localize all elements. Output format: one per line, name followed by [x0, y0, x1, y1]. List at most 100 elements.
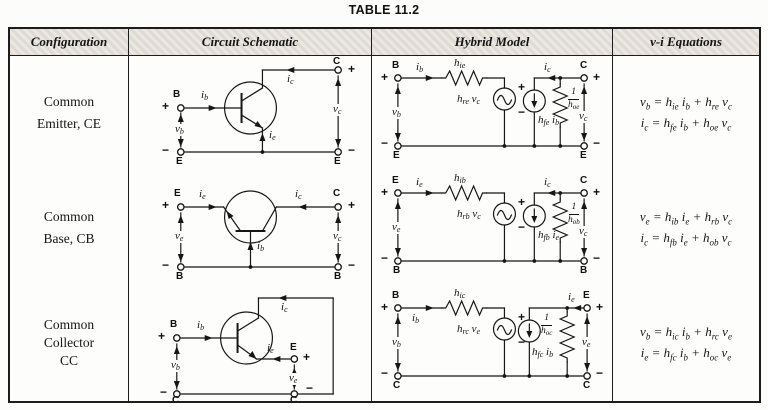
current-ib-label: ib [416, 61, 424, 74]
current-ic-label: ic [544, 176, 551, 189]
equation-line: vb = hic ib + hrc ve [640, 324, 732, 342]
terminal-c-label: C [580, 175, 588, 186]
current-ib-label: ib [257, 240, 265, 253]
voltage-vb-label: vb [390, 106, 403, 119]
terminal-b-label: B [334, 271, 342, 282]
config-line: Emitter, CE [37, 116, 101, 131]
terminal-nodes [176, 66, 342, 156]
terminal-nodes [394, 189, 588, 265]
equation-line: ve = hib ie + hrb vc [639, 209, 733, 227]
fraction-numerator: 1 [568, 87, 580, 100]
voltage-ve-label: ve [287, 372, 300, 385]
voltage-vc-label: vc [577, 110, 590, 123]
config-cell-ce: Common Emitter, CE [10, 56, 129, 171]
header-vi-equations: v-i Equations [613, 29, 759, 56]
minus-sign: − [518, 220, 526, 234]
voltage-vb-label: vb [173, 123, 186, 136]
terminal-b-label: B [170, 319, 178, 330]
terminal-c-label: C [393, 380, 401, 391]
fraction-one-over-hoe: 1 hoe [568, 87, 580, 111]
config-line: CC [59, 352, 78, 368]
plus-sign: + [348, 198, 356, 212]
minus-sign: − [381, 366, 389, 380]
current-ie-label: ie [269, 129, 276, 142]
terminal-nodes [176, 203, 342, 271]
config-line: Base, CB [43, 231, 95, 246]
wires [397, 184, 585, 262]
voltage-vb-label: vb [169, 359, 182, 372]
terminal-e-label: E [174, 188, 181, 199]
terminal-e-label: E [290, 342, 297, 353]
terminal-c-label: C [583, 380, 591, 391]
source-hre-vc-label: hre vc [457, 93, 481, 106]
terminal-e-label: E [334, 156, 341, 167]
terminal-nodes [172, 334, 299, 398]
minus-sign: − [593, 136, 601, 150]
voltage-vc-label: vc [331, 103, 344, 116]
minus-sign: − [593, 251, 601, 265]
terminal-b-label: B [580, 265, 588, 276]
wires [180, 69, 339, 153]
ce-hybrid-cell: B + ib hie + − hre vc hfe ib 1 hoe ic C … [372, 56, 613, 171]
fraction-denominator: hoe [568, 99, 580, 111]
wires [397, 69, 585, 147]
terminal-b-label: B [392, 60, 400, 71]
voltage-ve-label: ve [173, 230, 186, 243]
current-ib-label: ib [412, 312, 420, 325]
wires [180, 190, 339, 268]
current-ic-label: ic [544, 61, 551, 74]
fraction-one-over-hob: 1 hob [568, 202, 580, 226]
plus-sign: + [381, 185, 389, 199]
minus-sign: − [518, 335, 526, 349]
equation-line: ic = hfe ib + hoe vc [640, 115, 732, 133]
current-ie-label: ie [416, 176, 423, 189]
arrowheads [177, 67, 342, 154]
terminal-e-label: E [176, 156, 183, 167]
terminal-c-label: C [172, 395, 180, 402]
arrowheads [177, 204, 342, 269]
plus-sign: + [381, 300, 389, 314]
terminal-nodes [394, 304, 591, 380]
fraction-denominator: hob [568, 214, 580, 226]
minus-sign: − [596, 366, 604, 380]
terminal-e-label: E [580, 150, 587, 161]
terminal-e-label: E [583, 290, 590, 301]
current-ie-label: ie [267, 342, 274, 355]
minus-sign: − [348, 143, 356, 157]
cc-equations-cell: vb = hic ib + hrc ve ie = hfc ib + hoc v… [613, 286, 759, 401]
terminal-e-label: E [393, 150, 400, 161]
fraction-numerator: 1 [541, 313, 553, 326]
terminal-e-label: E [392, 175, 399, 186]
current-ic-label: ic [287, 73, 294, 86]
header-hybrid-model: Hybrid Model [372, 29, 613, 56]
plus-sign: + [593, 185, 601, 199]
fraction-numerator: 1 [568, 202, 580, 215]
equation-line: ic = hfb ie + hob vc [640, 230, 732, 248]
table-title: TABLE 11.2 [348, 3, 420, 17]
plus-sign: + [162, 99, 170, 113]
plus-sign: + [518, 80, 526, 94]
plus-sign: + [158, 329, 166, 343]
terminal-c-label: C [290, 395, 298, 402]
header-configuration: Configuration [10, 29, 129, 56]
param-hic-label: hic [454, 287, 466, 300]
fraction-one-over-hoc: 1 hoc [541, 313, 553, 337]
source-hfe-ib-label: hfe ib [538, 114, 560, 127]
ce-equations-cell: vb = hie ib + hre vc ic = hfe ib + hoe v… [613, 56, 759, 171]
minus-sign: − [306, 381, 314, 395]
voltage-ve-label: ve [580, 336, 593, 349]
equation-line: ie = hfc ib + hoc ve [640, 345, 732, 363]
terminal-b-label: B [392, 290, 400, 301]
voltage-vc-label: vc [577, 225, 590, 238]
cc-schematic-drawing [172, 295, 334, 398]
current-ib-label: ib [201, 89, 209, 102]
plus-sign: + [381, 70, 389, 84]
param-hib-label: hib [454, 172, 466, 185]
header-circuit-schematic: Circuit Schematic [129, 29, 372, 56]
voltage-vb-label: vb [390, 336, 403, 349]
config-cell-cb: Common Base, CB [10, 171, 129, 286]
minus-sign: − [348, 258, 356, 272]
minus-sign: − [162, 258, 170, 272]
cc-hybrid-cell: B + ib hic + − hrc ve hfc ib 1 hoc ie E … [372, 286, 613, 401]
